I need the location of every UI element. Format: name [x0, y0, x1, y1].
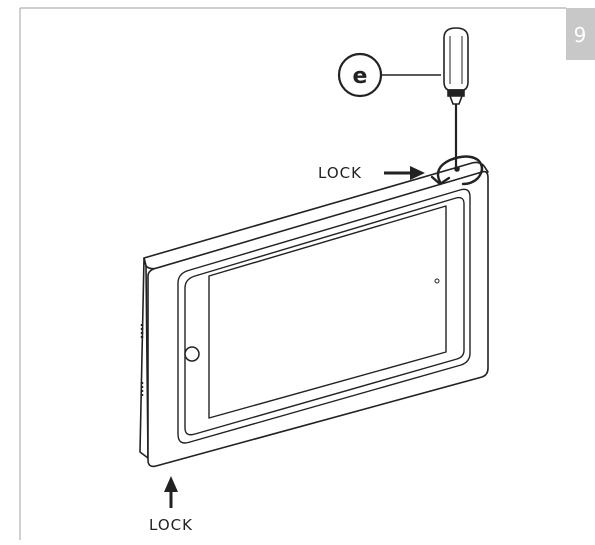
tablet-frame: [139, 161, 489, 468]
tool-callout-letter: e: [353, 64, 368, 89]
tool-callout: e: [337, 52, 441, 98]
screwdriver-icon: [443, 27, 469, 168]
camera-dot: [434, 278, 440, 284]
step-number: 9: [574, 23, 587, 47]
arrow-up-icon: [164, 476, 178, 508]
arrow-right-icon: [384, 166, 425, 180]
panel-frame: [19, 7, 566, 540]
home-button-icon: [184, 346, 200, 362]
lock-label-bottom: LOCK: [149, 516, 193, 534]
rotation-arrow-icon: [430, 155, 484, 186]
lock-label-top: LOCK: [318, 164, 362, 182]
tablet-details: [184, 278, 440, 362]
step-badge: 9: [566, 8, 595, 60]
